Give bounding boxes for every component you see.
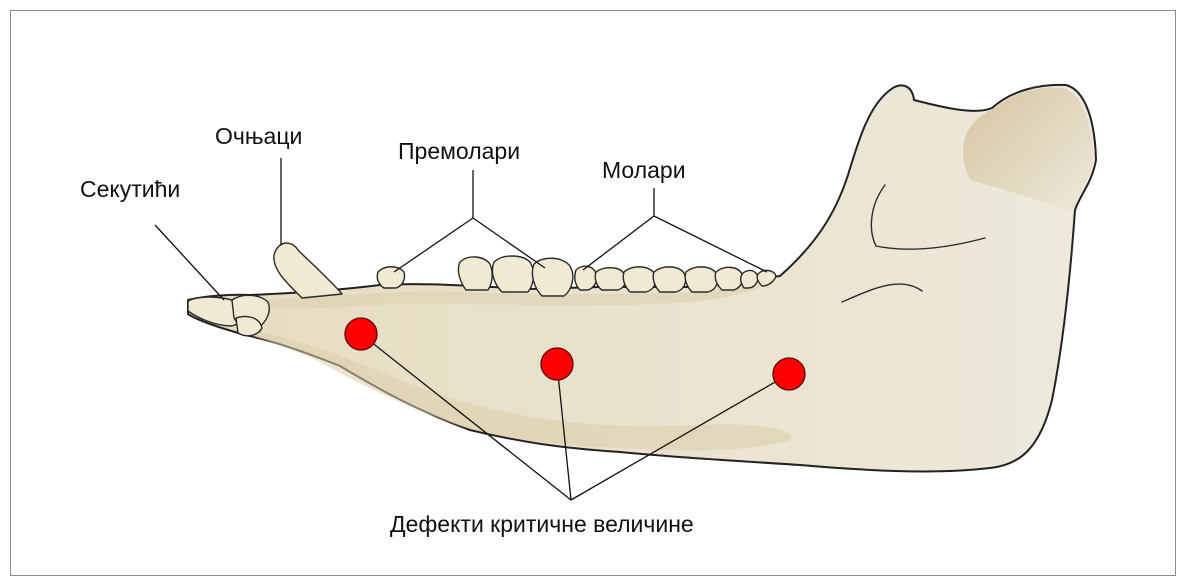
label-critical-defects: Дефекти критичне величине [390,511,694,537]
label-premolars: Премолари [398,138,520,164]
molar-3 [623,267,655,292]
molars-leader [583,188,767,272]
molar-5 [685,267,717,292]
defect-marker-1 [345,318,377,350]
premolar-3 [492,256,533,292]
molar-1 [575,266,597,290]
molar-4 [653,267,685,292]
molar-7 [741,270,758,288]
defect-marker-2 [541,348,573,380]
incisors-leader [155,225,224,300]
canine [274,243,342,298]
label-canines: Очњаци [215,123,302,149]
molar-2 [595,268,625,290]
molar-6 [715,267,742,290]
label-incisors: Секутићи [80,176,180,202]
premolar-1 [377,267,404,288]
premolar-2 [458,257,492,290]
defect-marker-3 [773,358,805,390]
label-molars: Молари [602,157,686,183]
